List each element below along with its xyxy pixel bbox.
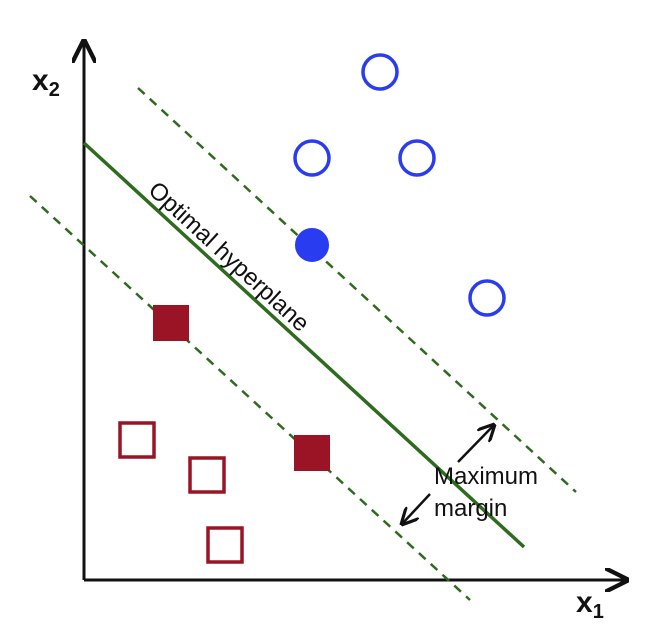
- margin-arrow-down: [402, 493, 431, 524]
- margin-label-line2: margin: [434, 495, 507, 522]
- lower-margin-line: [29, 195, 471, 601]
- y-axis-label: x2: [32, 64, 60, 101]
- x-axis-label-sub: 1: [593, 601, 604, 623]
- class-a-point: [468, 279, 506, 317]
- margin-label-line1: Maximum: [434, 463, 538, 490]
- x-axis-label: x1: [576, 586, 604, 623]
- y-axis-label-sub: 2: [49, 79, 60, 101]
- class-b-point: [118, 421, 156, 459]
- x-axis-label-main: x: [576, 586, 593, 619]
- y-axis-label-main: x: [32, 64, 49, 97]
- class-a-point: [361, 53, 399, 91]
- optimal-hyperplane-line: [82, 141, 526, 549]
- class-b-point: [188, 456, 226, 494]
- class-a-point: [398, 139, 436, 177]
- class-b-support-vector: [153, 305, 189, 341]
- class-a-point: [293, 139, 331, 177]
- upper-margin-line: [137, 87, 577, 493]
- class-b-point: [206, 526, 244, 564]
- class-b-support-vector: [294, 435, 330, 471]
- margin-arrow-up: [457, 425, 494, 463]
- class-a-support-vector: [295, 228, 329, 262]
